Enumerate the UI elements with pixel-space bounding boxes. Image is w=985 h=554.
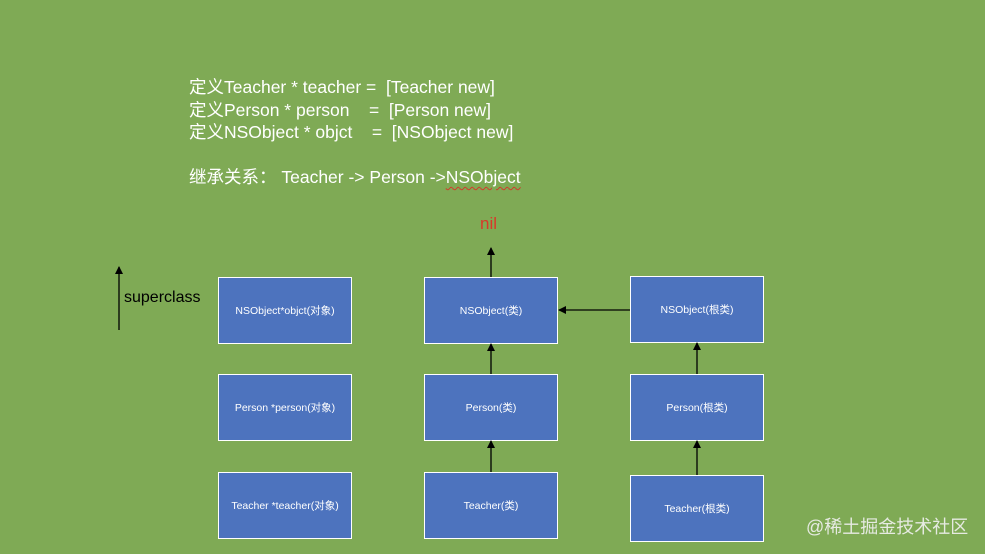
inheritance-line: 继承关系： Teacher -> Person ->NSObject [189,164,521,189]
box-teacher-class: Teacher(类) [424,472,558,539]
box-teacher-instance: Teacher *teacher(对象) [218,472,352,539]
box-person-instance-label: Person *person(对象) [234,402,336,414]
box-nsobject-instance: NSObject*objct(对象) [218,277,352,344]
box-person-metaclass-label: Person(根类) [666,402,728,414]
inheritance-root: NSObject [445,167,521,187]
box-teacher-class-label: Teacher(类) [463,500,519,512]
box-teacher-metaclass-label: Teacher(根类) [664,503,730,515]
box-person-metaclass: Person(根类) [630,374,764,441]
box-nsobject-metaclass-label: NSObject(根类) [660,304,734,316]
superclass-label: superclass [124,289,201,306]
definitions-block: 定义Teacher * teacher = [Teacher new] 定义Pe… [189,76,513,144]
box-nsobject-metaclass: NSObject(根类) [630,276,764,343]
inheritance-label: 继承关系： [189,167,277,187]
box-person-class: Person(类) [424,374,558,441]
box-teacher-metaclass: Teacher(根类) [630,475,764,542]
box-nsobject-class-label: NSObject(类) [459,305,523,317]
box-person-class-label: Person(类) [465,402,517,414]
definition-teacher: 定义Teacher * teacher = [Teacher new] [189,77,495,97]
box-teacher-instance-label: Teacher *teacher(对象) [231,500,339,512]
inheritance-chain: Teacher -> Person -> [276,167,446,187]
nil-label: nil [480,214,498,233]
box-person-instance: Person *person(对象) [218,374,352,441]
definition-person: 定义Person * person = [Person new] [189,99,492,120]
box-nsobject-class: NSObject(类) [424,277,558,344]
watermark: @稀土掘金技术社区 [806,517,969,537]
definition-nsobject: 定义NSObject * objct = [NSObject new] [189,122,514,142]
box-nsobject-instance-label: NSObject*objct(对象) [235,305,335,317]
